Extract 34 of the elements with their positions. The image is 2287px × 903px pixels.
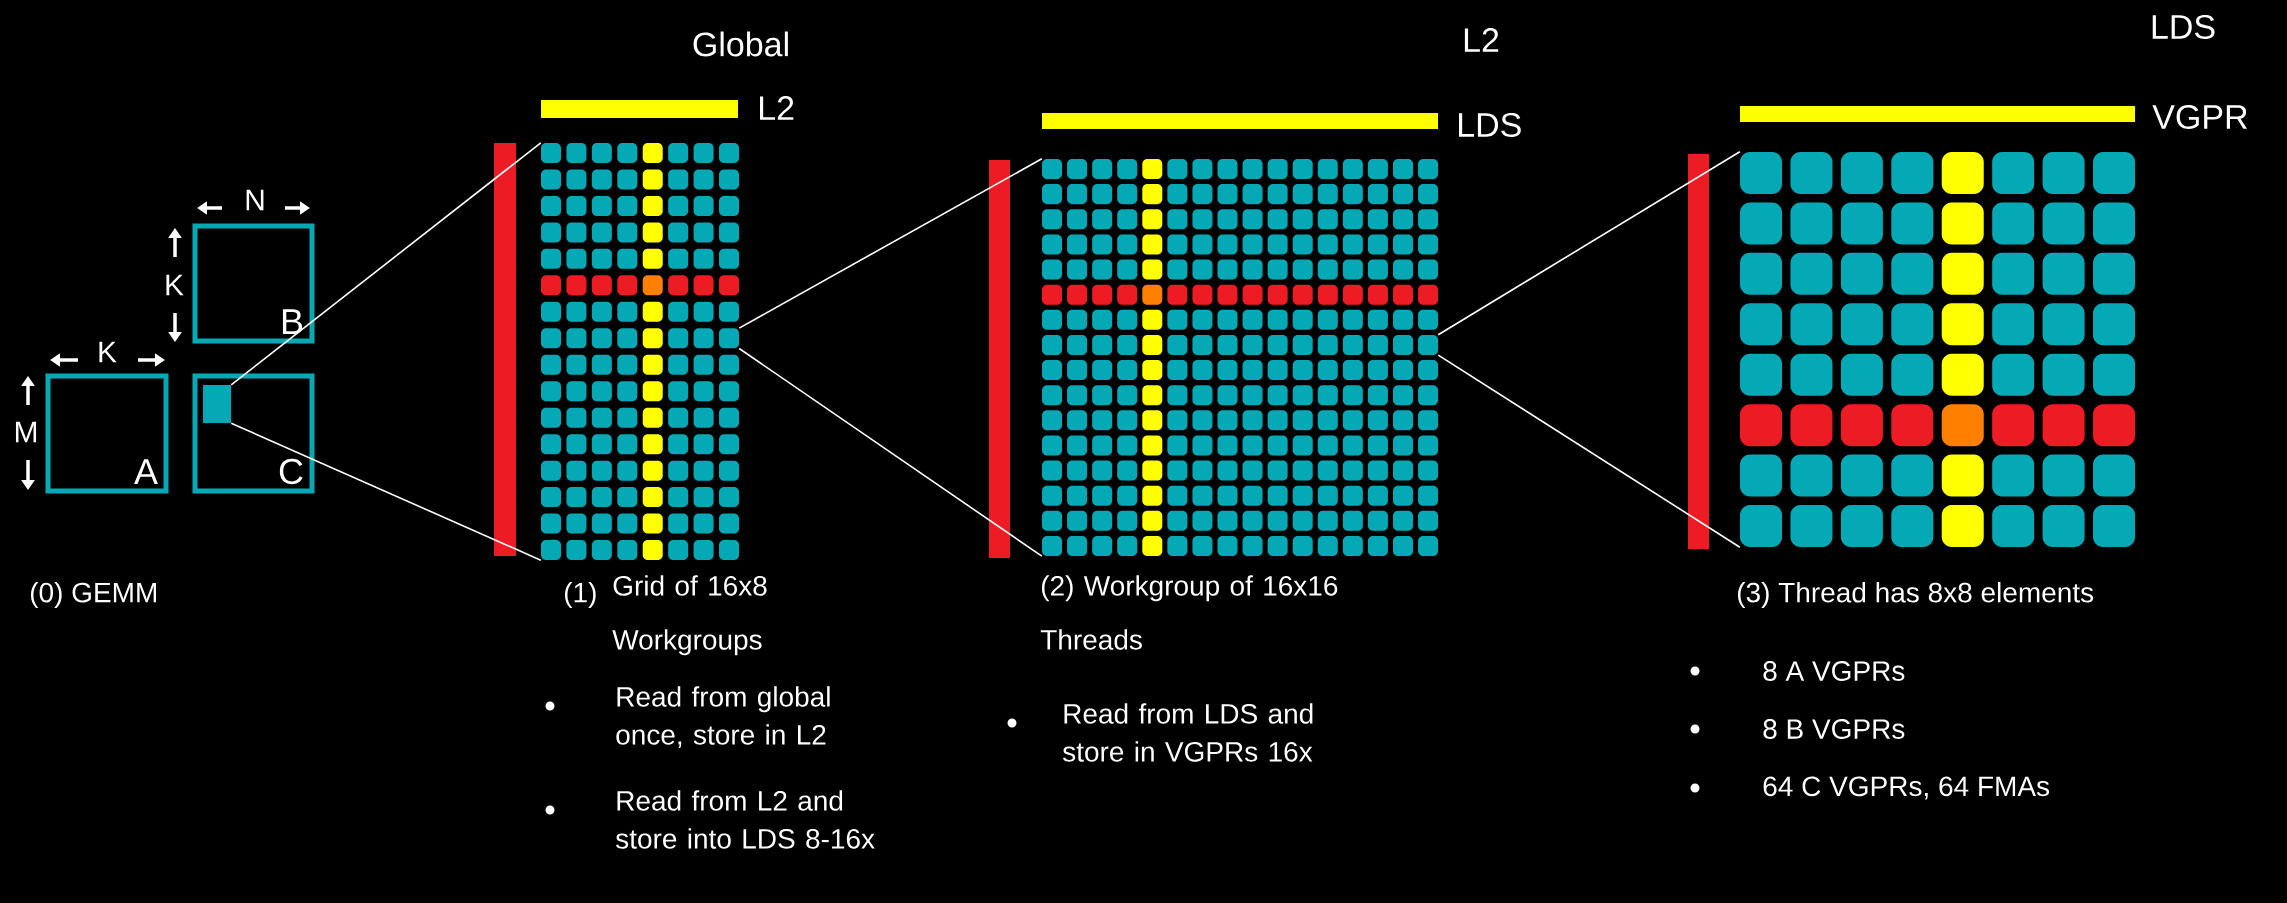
level-label: L2 <box>1464 28 1499 52</box>
dimension-label: K <box>99 341 117 363</box>
dimension-label: K <box>166 274 184 296</box>
vertical-bar <box>989 160 1010 558</box>
matrix-box: C <box>192 373 315 494</box>
grid-cell <box>719 328 739 349</box>
matrix-box: B <box>192 223 315 344</box>
zoom-line <box>230 422 542 562</box>
zoom-line <box>738 158 1043 329</box>
caption: (2) Workgroup of 16x16 Threads <box>1040 575 1338 650</box>
bullet-text: 8 B VGPRs <box>1763 719 1905 739</box>
zoom-line <box>1437 354 1741 548</box>
vertical-bar <box>1688 154 1709 549</box>
cell-grid <box>1042 159 1439 556</box>
zoom-line <box>1437 151 1741 336</box>
level-label: Global <box>693 31 788 57</box>
level-label: VGPR <box>2152 104 2247 130</box>
zoom-line <box>230 142 542 386</box>
matrix-box: A <box>45 373 169 494</box>
bullet-text: Read from LDS and store in VGPRs 16x <box>1063 703 1313 762</box>
step-number: (1) <box>564 581 596 609</box>
caption: Grid of 16x8 Workgroups <box>612 575 767 656</box>
cell-grid <box>1740 152 2136 547</box>
caption: (3) Thread has 8x8 elements <box>1737 581 2094 609</box>
bullet-text: 64 C VGPRs, 64 FMAs <box>1763 776 2050 800</box>
cell-grid <box>541 143 739 561</box>
bullet-text: Read from global once, store in L2 <box>616 686 830 749</box>
level-label: LDS <box>2152 14 2215 40</box>
tile <box>203 385 231 423</box>
bullet-text: 8 A VGPRs <box>1763 661 1905 681</box>
bullet-text: Read from L2 and store into LDS 8-16x <box>616 790 875 849</box>
caption: (0) GEMM <box>30 581 156 609</box>
vertical-bar <box>494 143 516 556</box>
zoom-line <box>738 347 1043 557</box>
